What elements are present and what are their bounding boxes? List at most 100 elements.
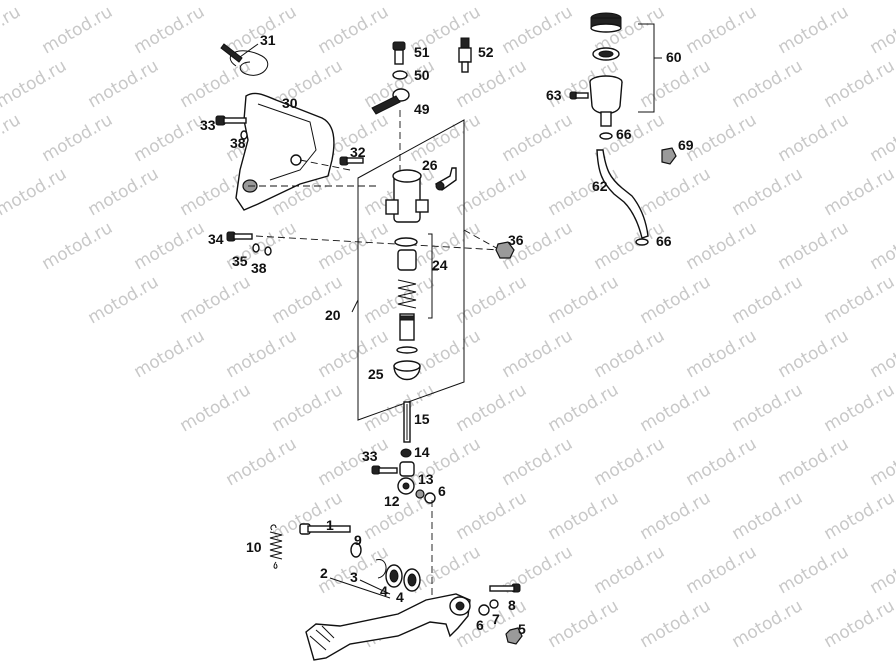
watermark-text: motod.ru [683,542,761,598]
elbow-fitting-26 [434,167,457,191]
watermark-text: motod.ru [637,380,715,436]
watermark-text: motod.ru [0,164,70,220]
washer-13 [415,489,425,499]
watermark-text: motod.ru [545,596,623,652]
watermark-text: motod.ru [729,56,807,112]
callout-3: 3 [350,569,358,585]
watermark-text: motod.ru [453,0,531,4]
boot-25 [393,360,421,381]
watermark-text: motod.ru [821,488,896,544]
watermark-text: motod.ru [407,110,485,166]
washer-7 [489,599,499,609]
watermark-text: motod.ru [545,272,623,328]
watermark-text: motod.ru [499,326,577,382]
callout-52: 52 [478,44,494,60]
watermark-text: motod.ru [85,272,163,328]
callout-60: 60 [666,49,682,65]
callout-49: 49 [414,101,430,117]
watermark-text: motod.ru [131,326,209,382]
watermark-text: motod.ru [637,272,715,328]
callout-4: 4 [396,589,404,605]
watermark-text: motod.ru [729,272,807,328]
callout-26: 26 [422,157,438,173]
callout-66: 66 [656,233,672,249]
watermark-text: motod.ru [39,218,117,274]
callout-36: 36 [508,232,524,248]
push-rod-15 [403,401,411,443]
callout-30: 30 [282,95,298,111]
nut-6-upper [424,492,436,504]
callout-15: 15 [414,411,430,427]
clevis-12 [397,461,415,495]
watermark-text: motod.ru [39,110,117,166]
watermark-text: motod.ru [821,56,896,112]
guide-line [463,229,501,251]
watermark-text: motod.ru [131,2,209,58]
watermark-text: motod.ru [85,164,163,220]
switch-52 [458,37,472,73]
watermark-text: motod.ru [545,488,623,544]
watermark-text: motod.ru [729,596,807,652]
watermark-text: motod.ru [775,434,853,490]
watermark-text: motod.ru [499,2,577,58]
piston-kit-24 [394,237,418,354]
watermark-text: motod.ru [85,0,163,4]
bolt-32 [339,156,364,166]
watermark-text: motod.ru [453,380,531,436]
callout-31: 31 [260,32,276,48]
reservoir-diaphragm [592,47,620,61]
nut-5 [505,627,523,645]
watermark-text: motod.ru [591,434,669,490]
hose-clamp-66-lower [635,238,649,246]
callout-9: 9 [354,532,362,548]
watermark-text: motod.ru [223,326,301,382]
watermark-text: motod.ru [407,542,485,598]
callout-33: 33 [200,117,216,133]
watermark-text: motod.ru [775,218,853,274]
bearing-4a [385,564,403,588]
washer-9 [350,542,362,558]
callout-14: 14 [414,444,430,460]
callout-6: 6 [476,617,484,633]
bolt-33-lower [371,465,398,475]
watermark-text: motod.ru [269,0,347,4]
watermark-text: motod.ru [315,434,393,490]
watermark-text: motod.ru [0,110,24,166]
watermark-text: motod.ru [683,218,761,274]
callout-1: 1 [326,517,334,533]
watermark-text: motod.ru [729,164,807,220]
bearing-4b [403,568,421,592]
leader-line [329,577,391,599]
callout-24: 24 [432,257,448,273]
callout-35: 35 [232,253,248,269]
bolt-34-lower [226,231,272,256]
watermark-text: motod.ru [545,380,623,436]
watermark-text: motod.ru [0,56,70,112]
watermark-text: motod.ru [223,2,301,58]
watermark-text: motod.ru [867,110,896,166]
watermark-text: motod.ru [637,164,715,220]
callout-51: 51 [414,44,430,60]
callout-4: 4 [380,583,388,599]
watermark-text: motod.ru [775,542,853,598]
watermark-text: motod.ru [867,326,896,382]
watermark-text: motod.ru [591,326,669,382]
callout-25: 25 [368,366,384,382]
grommet-69 [661,147,677,165]
callout-5: 5 [518,621,526,637]
banjo-fitting-49 [371,88,410,115]
callout-6: 6 [438,483,446,499]
watermark-text: motod.ru [775,326,853,382]
watermark-text: motod.ru [131,218,209,274]
nut-36 [495,241,515,259]
watermark-text: motod.ru [821,0,896,4]
hose-clamp-66-upper [599,132,613,140]
guide-line [299,159,351,171]
callout-8: 8 [508,597,516,613]
watermark-text: motod.ru [867,2,896,58]
callout-62: 62 [592,178,608,194]
bolt-8 [489,583,521,593]
watermark-text: motod.ru [637,596,715,652]
washer-50 [392,70,408,80]
watermark-text: motod.ru [361,0,439,4]
